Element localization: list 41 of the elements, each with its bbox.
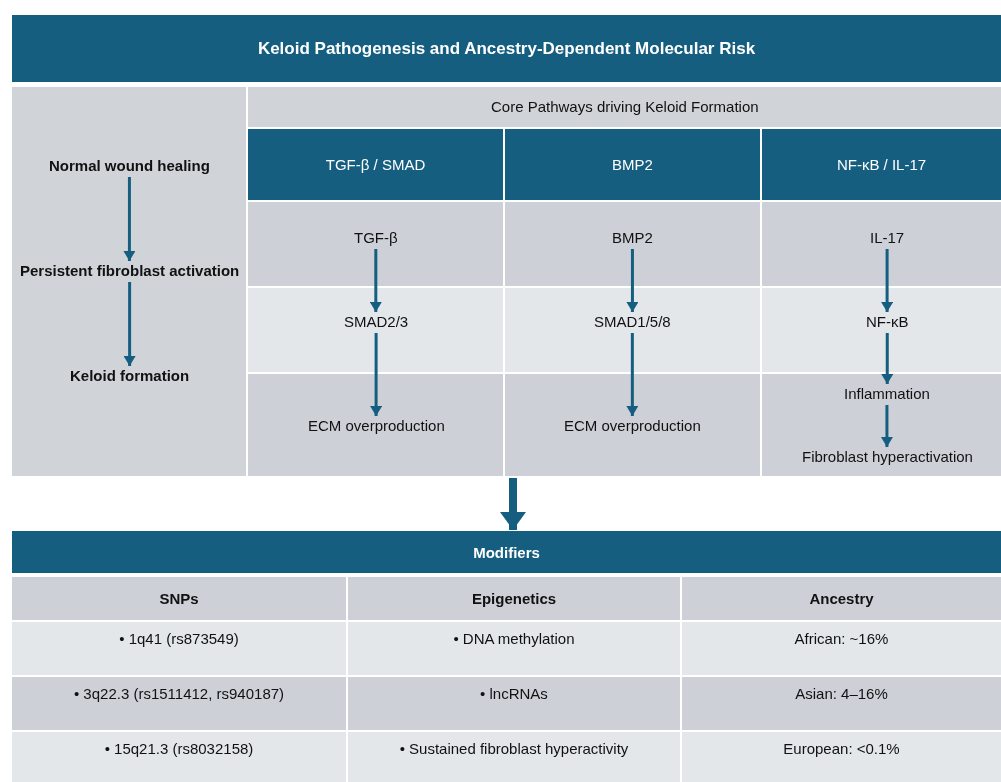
step-label: NF-κB bbox=[866, 313, 909, 331]
stage-label: Keloid formation bbox=[70, 367, 190, 385]
arrow bbox=[881, 249, 894, 312]
step-label: TGF-β bbox=[354, 229, 398, 247]
pathway-header: TGF-β / SMAD bbox=[248, 129, 503, 200]
pathway-header: BMP2 bbox=[505, 129, 760, 200]
stage-label: Persistent fibroblast activation bbox=[20, 262, 240, 280]
step-label: Inflammation bbox=[844, 385, 930, 403]
panel-heading: Core Pathways driving Keloid Formation bbox=[491, 98, 759, 116]
table-cell: African: ~16% bbox=[682, 622, 1001, 675]
section-banner: Modifiers bbox=[12, 531, 1001, 573]
arrow bbox=[626, 249, 639, 312]
stage-label: Normal wound healing bbox=[49, 157, 210, 175]
column-header: Ancestry bbox=[682, 577, 1001, 620]
step-label: ECM overproduction bbox=[564, 417, 701, 435]
arrow bbox=[370, 333, 383, 416]
arrow bbox=[881, 333, 894, 384]
arrow bbox=[123, 282, 136, 366]
title-banner: Keloid Pathogenesis and Ancestry-Dependent Molecular Risk bbox=[12, 15, 1001, 82]
arrow bbox=[123, 177, 136, 261]
table-cell: • 1q41 (rs873549) bbox=[12, 622, 346, 675]
step-label: Fibroblast hyperactivation bbox=[802, 448, 973, 466]
arrow bbox=[369, 249, 382, 312]
step-label: ECM overproduction bbox=[308, 417, 445, 435]
table-cell: • 15q21.3 (rs8032158) bbox=[12, 732, 346, 782]
step-label: SMAD1/5/8 bbox=[594, 313, 671, 331]
arrow bbox=[880, 405, 893, 447]
table-cell: European: <0.1% bbox=[682, 732, 1001, 782]
table-cell: • 3q22.3 (rs1511412, rs940187) bbox=[12, 677, 346, 730]
arrow bbox=[626, 333, 639, 416]
arrow bbox=[500, 478, 526, 530]
table-cell: • DNA methylation bbox=[348, 622, 680, 675]
pathway-header: NF-κB / IL-17 bbox=[762, 129, 1001, 200]
table-cell: • lncRNAs bbox=[348, 677, 680, 730]
table-cell: Asian: 4–16% bbox=[682, 677, 1001, 730]
step-label: IL-17 bbox=[870, 229, 905, 247]
column-header: Epigenetics bbox=[348, 577, 680, 620]
step-label: SMAD2/3 bbox=[344, 313, 409, 331]
table-cell: • Sustained fibroblast hyperactivity bbox=[348, 732, 680, 782]
step-label: BMP2 bbox=[612, 229, 653, 247]
column-header: SNPs bbox=[12, 577, 346, 620]
